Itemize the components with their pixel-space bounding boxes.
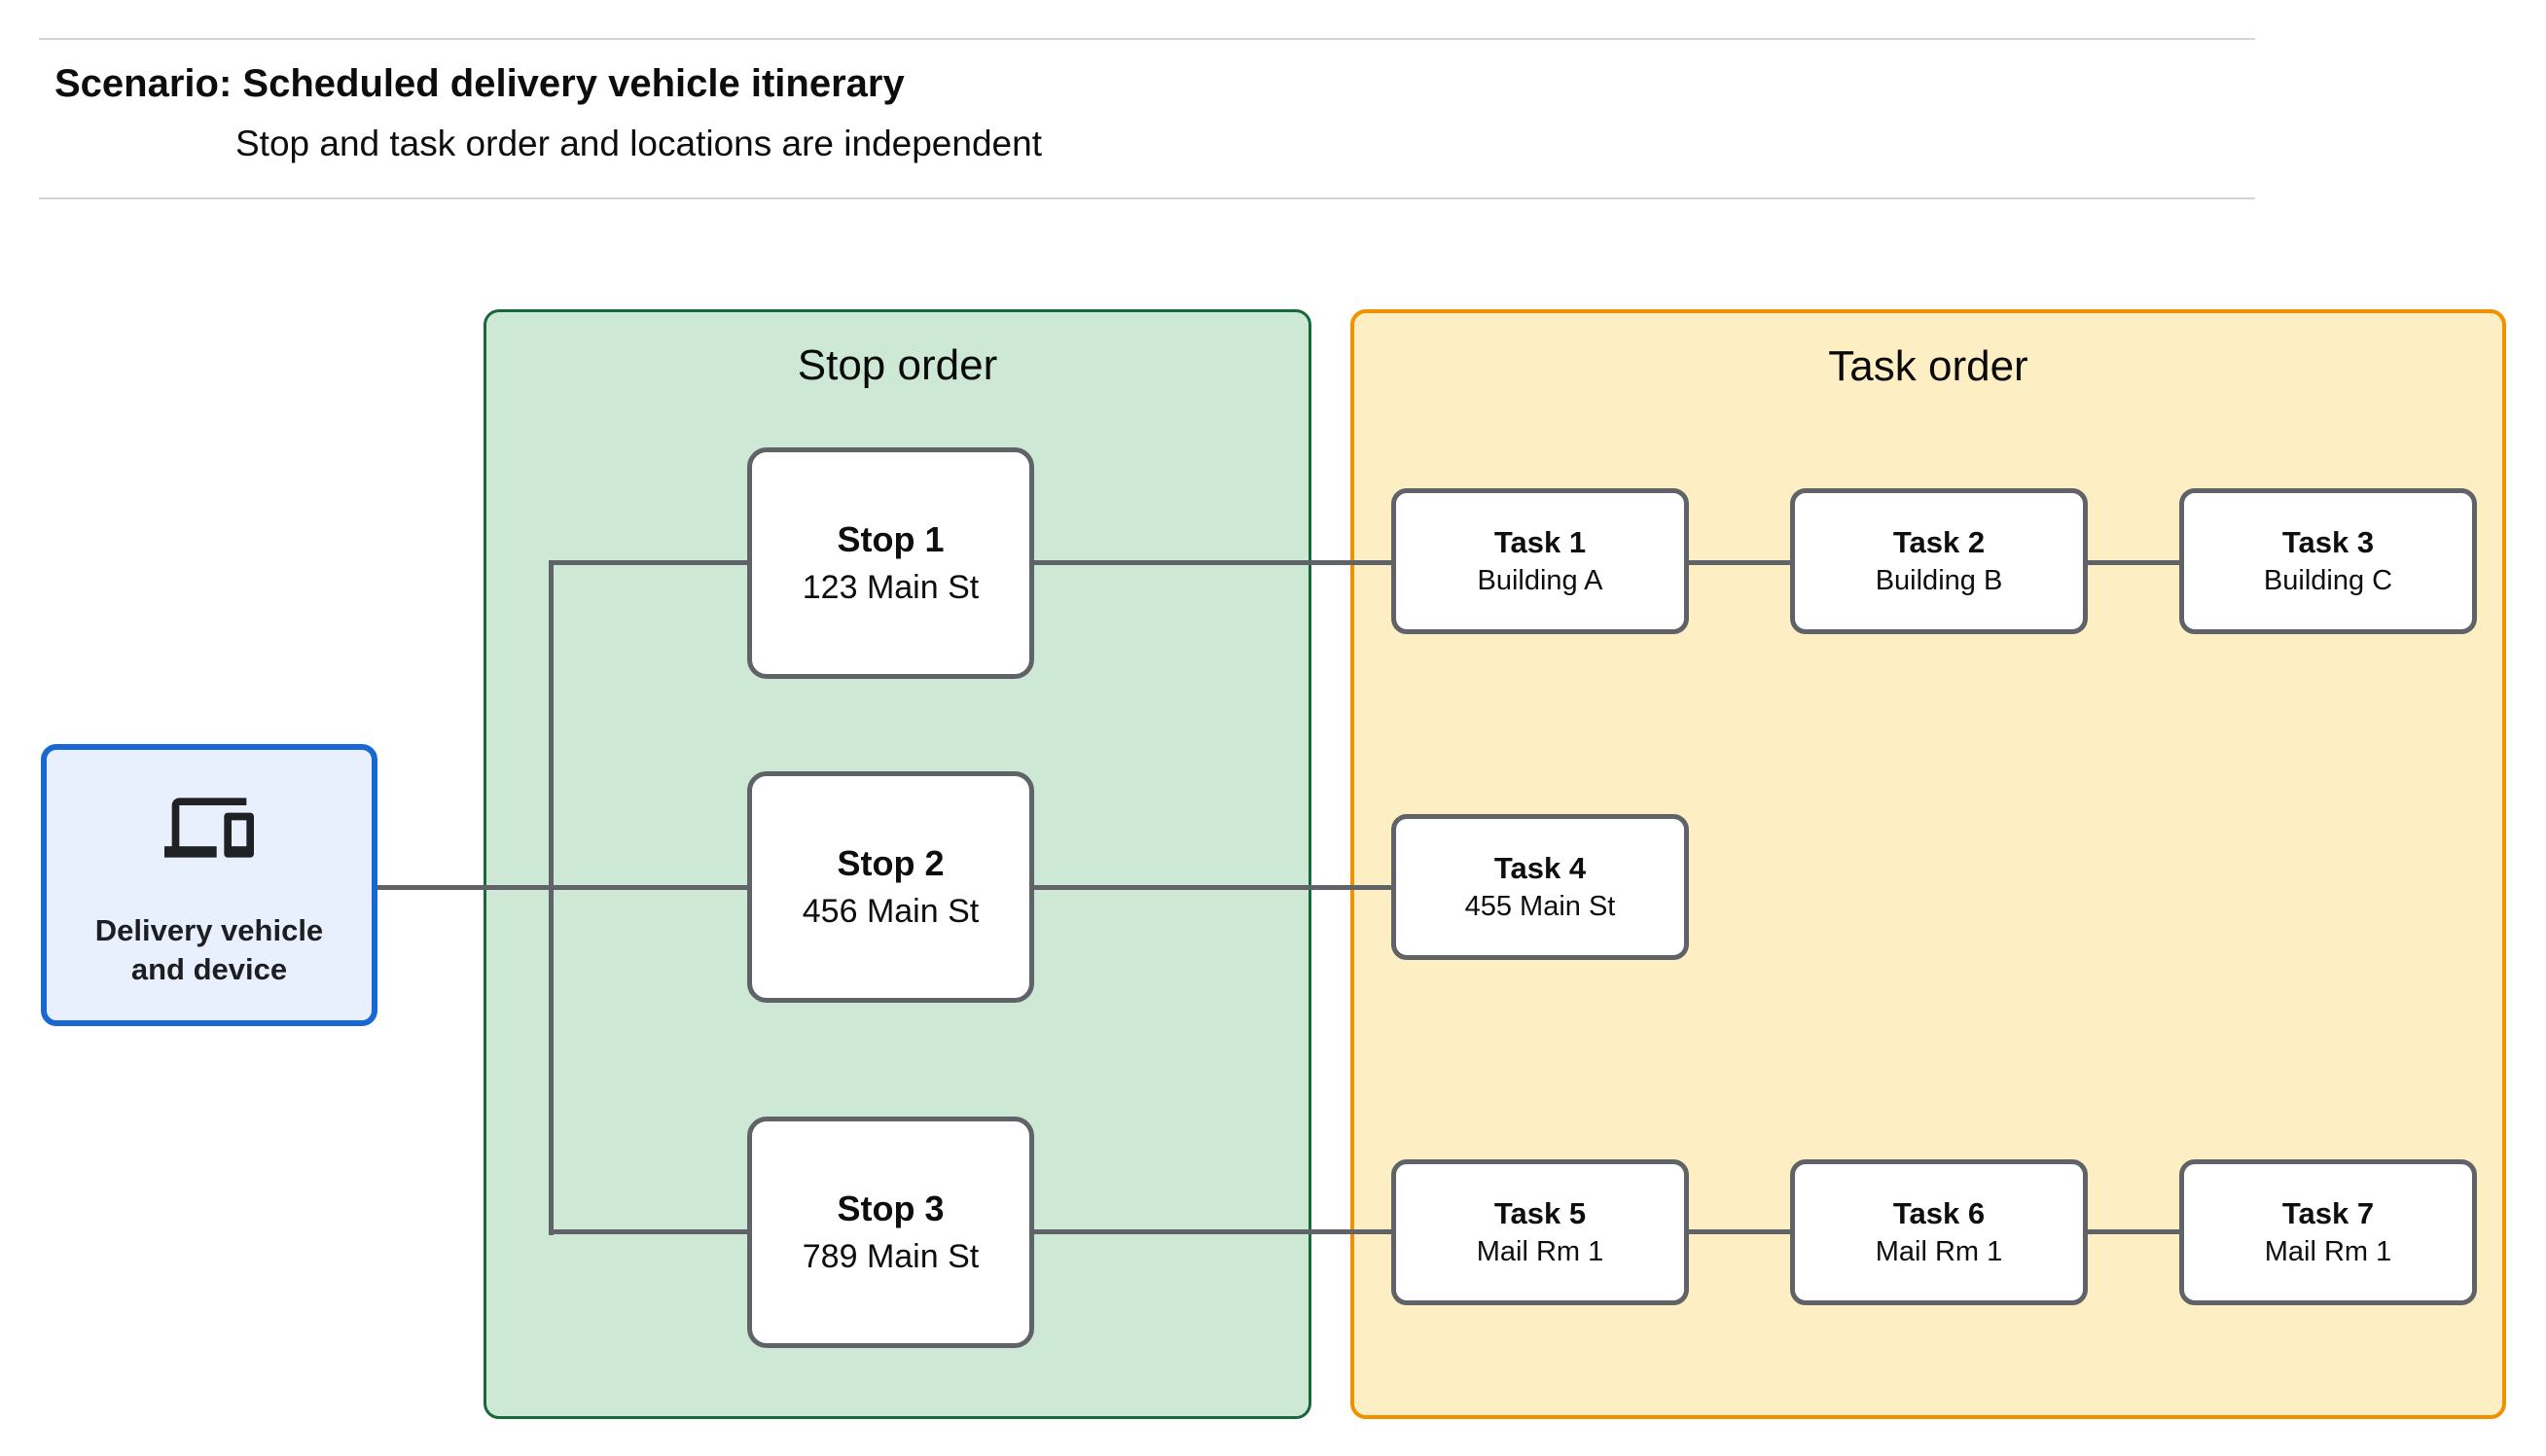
stop-name: Stop 2 [837,843,945,883]
stop-name: Stop 3 [837,1189,945,1228]
task-node-4: Task 4 455 Main St [1391,814,1689,960]
connector-trunk-vertical [549,560,554,1235]
delivery-vehicle-node: Delivery vehicle and device [41,744,377,1026]
task-location: Mail Rm 1 [1875,1236,2003,1267]
connector-stop1-to-task1 [1034,560,1391,565]
page-subtitle: Stop and task order and locations are in… [235,124,1042,163]
stop-order-panel-title: Stop order [797,341,998,389]
delivery-vehicle-label: Delivery vehicle and device [94,913,324,986]
page-title: Scenario: Scheduled delivery vehicle iti… [54,62,905,105]
connector-task6-to-task7 [2088,1229,2179,1234]
task-node-5: Task 5 Mail Rm 1 [1391,1159,1689,1305]
task-location: Mail Rm 1 [2264,1236,2392,1267]
task-order-panel-title: Task order [1828,342,2028,390]
task-node-7: Task 7 Mail Rm 1 [2179,1159,2477,1305]
task-location: Building C [2263,565,2393,596]
connector-task5-to-task6 [1689,1229,1790,1234]
task-name: Task 1 [1493,525,1587,559]
stop-node-3: Stop 3 789 Main St [747,1117,1034,1348]
connector-device-to-stop2 [377,885,747,890]
task-location: Mail Rm 1 [1476,1236,1604,1267]
task-name: Task 7 [2281,1196,2375,1230]
header-divider-bottom [39,197,2255,199]
connector-task2-to-task3 [2088,560,2179,565]
task-name: Task 4 [1493,851,1587,885]
connector-task1-to-task2 [1689,560,1790,565]
task-location: Building A [1477,565,1603,596]
task-name: Task 2 [1892,525,1986,559]
task-location: 455 Main St [1464,891,1616,922]
connector-trunk-to-stop1 [551,560,747,565]
task-node-2: Task 2 Building B [1790,488,2088,634]
stop-location: 789 Main St [802,1238,980,1275]
task-name: Task 3 [2281,525,2375,559]
stop-node-1: Stop 1 123 Main St [747,447,1034,679]
stop-name: Stop 1 [837,519,945,559]
connector-trunk-to-stop3 [551,1229,747,1234]
connector-stop3-to-task5 [1034,1229,1391,1234]
task-node-1: Task 1 Building A [1391,488,1689,634]
stop-node-2: Stop 2 456 Main St [747,771,1034,1003]
task-name: Task 6 [1892,1196,1986,1230]
header-divider-top [39,38,2255,40]
devices-icon [164,798,254,858]
task-location: Building B [1875,565,2003,596]
stop-location: 123 Main St [802,569,980,606]
task-node-6: Task 6 Mail Rm 1 [1790,1159,2088,1305]
task-name: Task 5 [1493,1196,1587,1230]
task-node-3: Task 3 Building C [2179,488,2477,634]
connector-stop2-to-task4 [1034,885,1391,890]
stop-location: 456 Main St [802,893,980,930]
